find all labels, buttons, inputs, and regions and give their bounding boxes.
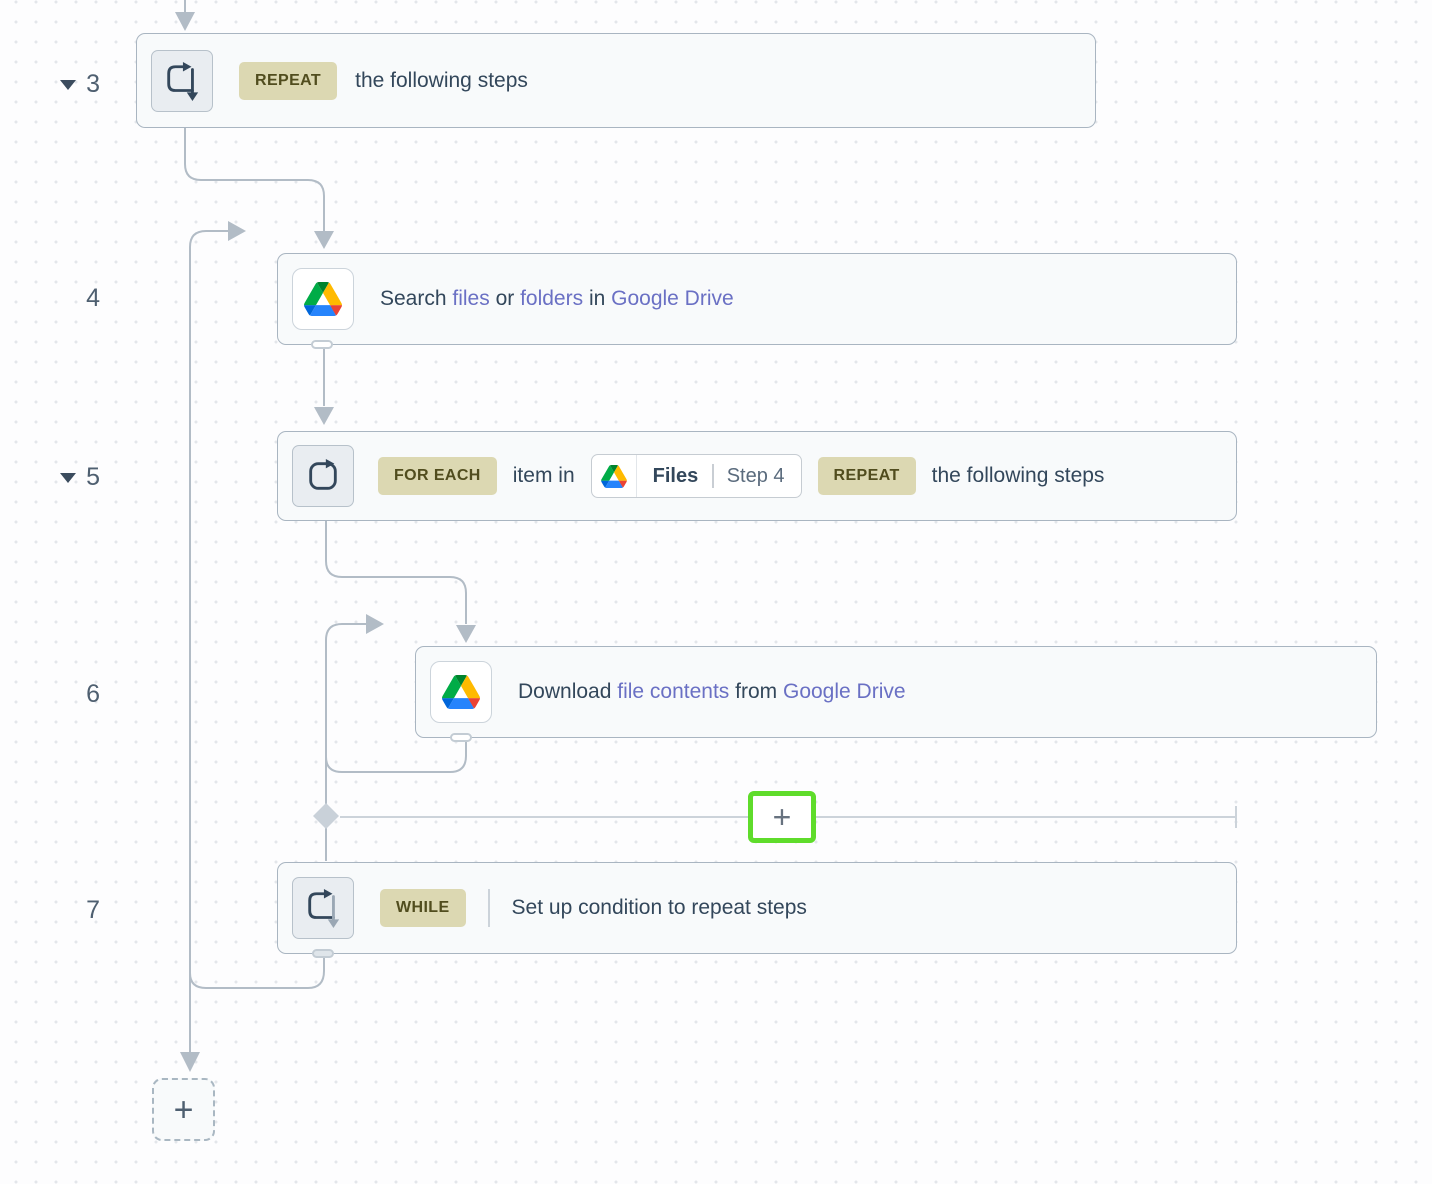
collapse-caret-icon[interactable] [60, 79, 77, 90]
insert-step-button[interactable]: + [748, 791, 816, 843]
step-label-7: 7 [40, 896, 100, 925]
step-card-download-drive[interactable]: Download file contents from Google Drive [415, 646, 1377, 742]
step-card-while[interactable]: WHILE Set up condition to repeat steps [277, 862, 1237, 958]
step-title: the following steps [355, 68, 528, 92]
collapse-caret-icon[interactable] [60, 472, 77, 483]
step-text-item-in: item in [512, 464, 575, 487]
connector-nub [311, 340, 333, 349]
step-title: Search files or folders in Google Drive [380, 287, 734, 310]
google-drive-icon [430, 661, 492, 723]
connector-nub [312, 949, 334, 958]
step-card-repeat[interactable]: REPEAT the following steps [136, 33, 1096, 128]
while-badge: WHILE [380, 889, 466, 927]
step-number: 5 [86, 463, 100, 491]
step-title: Download file contents from Google Drive [518, 680, 906, 703]
pill-step-ref: Step 4 [726, 464, 785, 487]
google-drive-icon [292, 268, 354, 330]
step-number: 7 [86, 896, 100, 924]
data-pill-files-step4[interactable]: Files Step 4 [590, 454, 802, 498]
repeat-loop-icon[interactable] [151, 49, 213, 112]
step-label-4: 4 [40, 284, 100, 313]
step-number: 6 [86, 680, 100, 708]
for-each-badge: FOR EACH [378, 457, 497, 495]
step-label-5: 5 [40, 463, 100, 492]
while-loop-icon[interactable] [292, 877, 354, 939]
condition-diamond [313, 803, 339, 829]
step-title: Set up condition to repeat steps [511, 896, 807, 919]
step-card-for-each[interactable]: FOR EACH item in Files Step 4 REPEAT the… [277, 431, 1237, 521]
step-label-3: 3 [40, 70, 100, 99]
for-each-loop-icon[interactable] [292, 445, 354, 507]
pill-field-name: Files [652, 464, 699, 487]
plus-icon: + [772, 799, 792, 835]
pill-divider [712, 464, 714, 488]
add-step-placeholder[interactable]: + [152, 1078, 215, 1141]
google-drive-icon [592, 455, 637, 497]
step-label-6: 6 [40, 680, 100, 709]
step-title: the following steps [931, 464, 1105, 487]
repeat-badge: REPEAT [239, 61, 338, 100]
step-number: 3 [86, 70, 100, 98]
repeat-badge: REPEAT [817, 457, 916, 495]
plus-icon: + [173, 1090, 194, 1129]
step-card-search-drive[interactable]: Search files or folders in Google Drive [277, 253, 1237, 349]
step-number: 4 [86, 284, 100, 312]
connector-nub [450, 733, 472, 742]
divider [487, 889, 490, 927]
